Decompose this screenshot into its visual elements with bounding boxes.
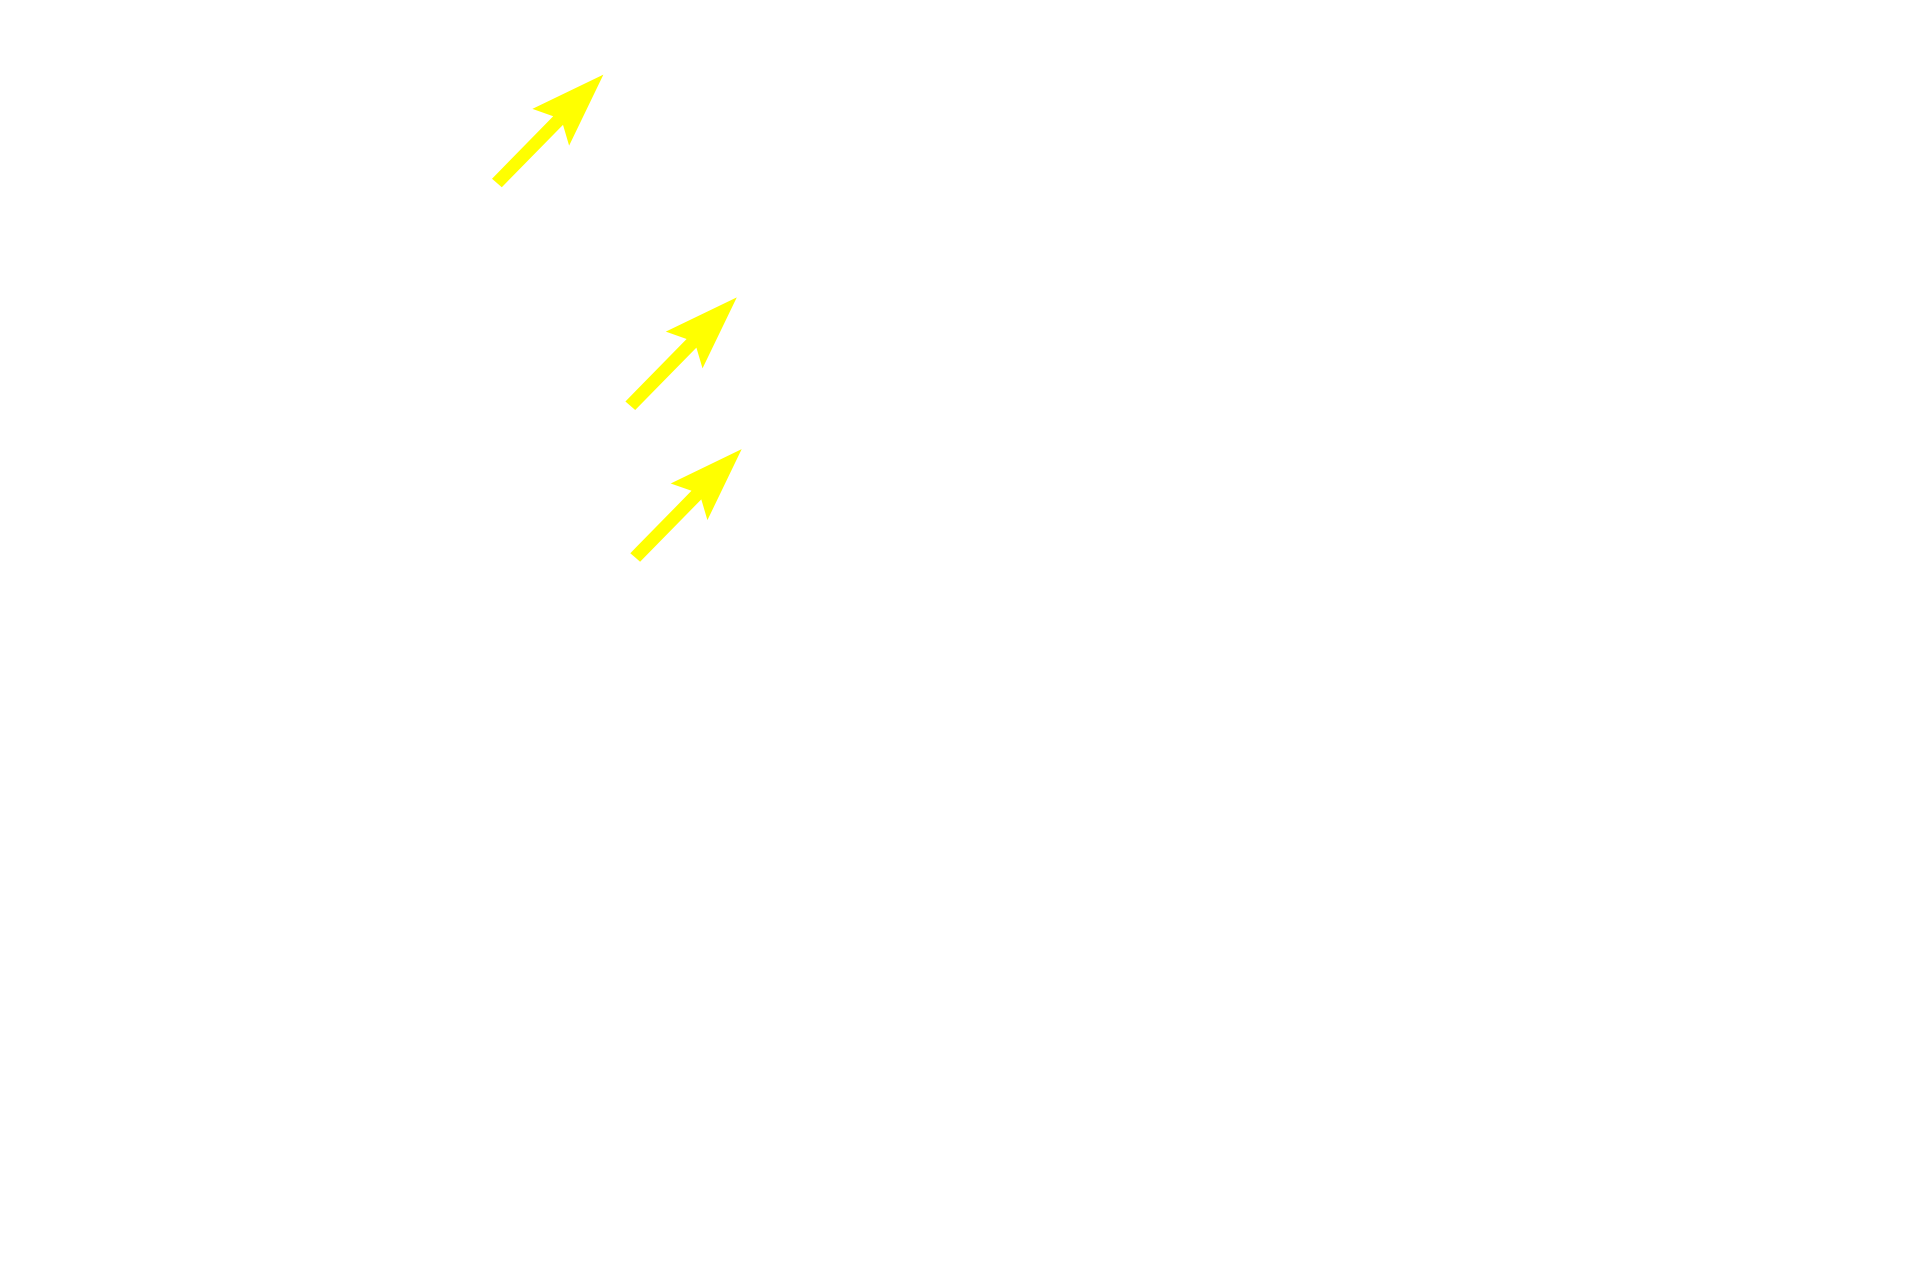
arrow-up-right-icon [492,74,604,188]
arrow-up-right-icon [630,449,742,562]
arrow-up-right-icon [625,297,737,411]
